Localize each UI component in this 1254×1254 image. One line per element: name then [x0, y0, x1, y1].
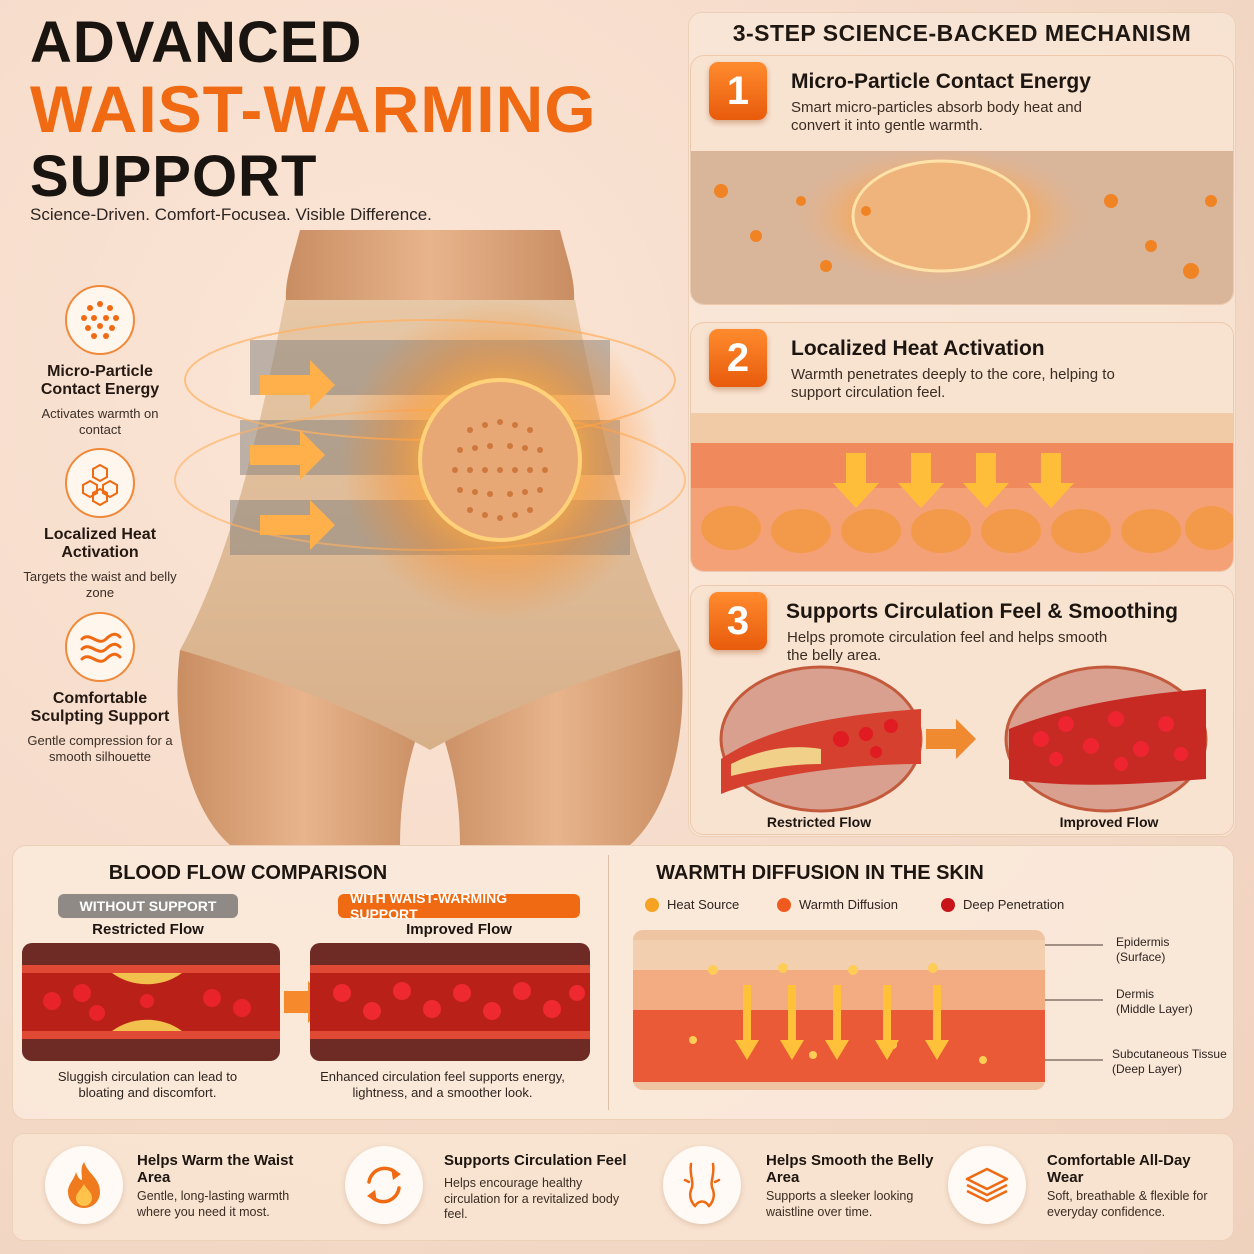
step-card-2: 2 Localized Heat Activation Warmth penet… — [690, 322, 1234, 572]
without-caption: Sluggish circulation can lead to bloatin… — [57, 1069, 238, 1100]
feature-subtitle: Activates warmth on contact — [41, 405, 159, 438]
layer-note: (Surface) — [1116, 950, 1166, 964]
step-card-1: 1 Micro-Particle Contact Energy Smart mi… — [690, 55, 1234, 305]
feature-localized-heat: Localized Heat Activation Targets the wa… — [20, 448, 180, 601]
particle-fabric-illustration — [691, 151, 1233, 304]
particles-icon — [65, 285, 135, 355]
step-subtitle-3: Helps promote circulation feel and helps… — [787, 629, 1108, 664]
legend-warmth-diffusion: Warmth Diffusion — [777, 897, 898, 912]
blood-flow-title: BLOOD FLOW COMPARISON — [108, 862, 388, 884]
flame-icon — [45, 1146, 123, 1224]
feature-sculpting: Comfortable Sculpting Support Gentle com… — [20, 612, 180, 765]
feature-subtitle: Targets the waist and belly zone — [23, 568, 177, 601]
without-flow-label: Restricted Flow — [92, 921, 204, 938]
feature-title: Localized Heat Activation — [43, 526, 157, 562]
step-title-2: Localized Heat Activation — [791, 337, 1045, 360]
layers-icon — [948, 1146, 1026, 1224]
skin-diffusion-diagram — [633, 930, 1103, 1090]
waistline-icon — [663, 1146, 741, 1224]
feature-title: Micro-Particle Contact Energy — [40, 363, 160, 399]
warmth-diffusion-dot — [777, 897, 791, 912]
layer-name: Dermis — [1116, 987, 1154, 1001]
step-title-1: Micro-Particle Contact Energy — [791, 70, 1091, 93]
layer-epidermis: Epidermis (Surface) — [1116, 935, 1169, 965]
step-number-2: 2 — [709, 329, 767, 387]
legend-heat-source: Heat Source — [645, 897, 739, 912]
benefit-title-4: Comfortable All-Day Wear — [1047, 1152, 1191, 1187]
step-subtitle-2: Warmth penetrates deeply to the core, he… — [791, 366, 1115, 401]
warmth-title: WARMTH DIFFUSION IN THE SKIN — [656, 862, 984, 884]
legend-label: Deep Penetration — [963, 897, 1065, 912]
mechanism-title: 3-STEP SCIENCE-BACKED MECHANISM — [732, 20, 1192, 46]
feature-title: Comfortable Sculpting Support — [30, 690, 170, 726]
skin-layer-illustration — [691, 413, 1233, 571]
benefits-strip — [12, 1133, 1234, 1241]
feature-micro-particle: Micro-Particle Contact Energy Activates … — [20, 285, 180, 438]
legend-label: Warmth Diffusion — [799, 897, 898, 912]
benefit-subtitle-1: Gentle, long-lasting warmth where you ne… — [137, 1189, 290, 1219]
headline: ADVANCED WAIST-WARMING SUPPORT — [30, 14, 597, 206]
without-support-pill: WITHOUT SUPPORT — [58, 894, 238, 918]
with-flow-label: Improved Flow — [406, 921, 512, 938]
layer-subcutaneous: Subcutaneous Tissue (Deep Layer) — [1112, 1047, 1227, 1077]
headline-line-1: ADVANCED — [30, 10, 363, 75]
benefit-subtitle-3: Supports a sleeker looking waistline ove… — [766, 1189, 914, 1219]
step-card-3: 3 Supports Circulation Feel & Smoothing … — [690, 585, 1234, 835]
step-title-3: Supports Circulation Feel & Smoothing — [786, 600, 1179, 623]
with-caption: Enhanced circulation feel supports energ… — [320, 1069, 565, 1100]
step-number-3: 3 — [709, 592, 767, 650]
cycle-arrows-icon — [345, 1146, 423, 1224]
layer-name: Epidermis — [1116, 935, 1170, 949]
vessel-comparison-illustration — [719, 665, 1208, 813]
panel-divider — [608, 855, 609, 1110]
benefit-subtitle-2: Helps encourage healthy circulation for … — [444, 1176, 620, 1222]
blood-vessel-comparison — [22, 943, 590, 1061]
step-subtitle-1: Smart micro-particles absorb body heat a… — [791, 99, 1082, 134]
with-support-pill: WITH WAIST-WARMING SUPPORT — [338, 890, 580, 922]
improved-flow-label: Improved Flow — [1059, 814, 1159, 830]
layer-name: Subcutaneous Tissue — [1112, 1047, 1227, 1061]
deep-penetration-dot — [941, 897, 955, 912]
headline-line-2: WAIST-WARMING — [30, 72, 597, 146]
restricted-flow-label: Restricted Flow — [766, 814, 872, 830]
legend-label: Heat Source — [667, 897, 740, 912]
benefit-subtitle-4: Soft, breathable & flexible for everyday… — [1047, 1189, 1208, 1219]
legend-deep-penetration: Deep Penetration — [941, 897, 1064, 912]
honeycomb-icon — [65, 448, 135, 518]
headline-line-3: SUPPORT — [30, 144, 318, 209]
tagline: Science-Driven. Comfort-Focusea. Visible… — [30, 205, 432, 224]
layer-dermis: Dermis (Middle Layer) — [1116, 987, 1193, 1017]
heat-source-dot — [645, 897, 659, 912]
waist-illustration — [170, 230, 690, 845]
layer-note: (Middle Layer) — [1116, 1002, 1193, 1016]
feature-subtitle: Gentle compression for a smooth silhouet… — [27, 732, 173, 765]
benefit-title-2: Supports Circulation Feel — [444, 1152, 627, 1169]
benefit-title-1: Helps Warm the Waist Area — [137, 1152, 294, 1187]
benefit-title-3: Helps Smooth the Belly Area — [766, 1152, 934, 1187]
waves-icon — [65, 612, 135, 682]
step-number-1: 1 — [709, 62, 767, 120]
layer-note: (Deep Layer) — [1112, 1062, 1183, 1076]
